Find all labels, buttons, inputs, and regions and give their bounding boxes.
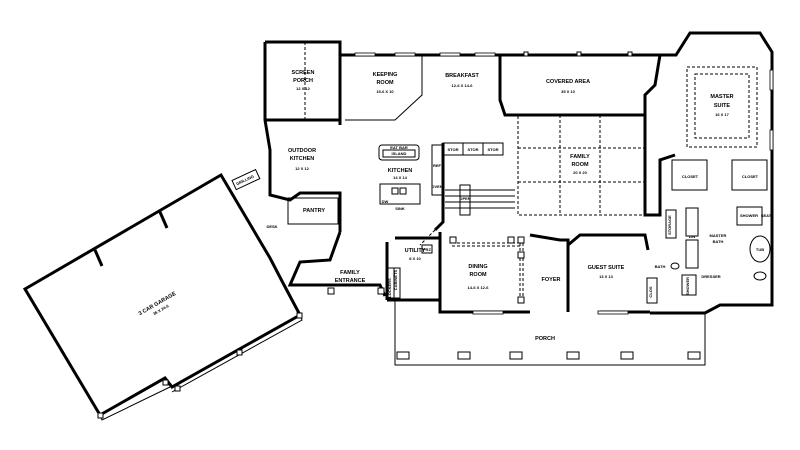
covered-area: COVERED AREA 35 X 10 — [523, 51, 633, 94]
master-bath: CLOSET CLOSET STORAGE LIN MASTER BATH SH… — [665, 159, 772, 296]
svg-text:CLOSET: CLOSET — [742, 174, 759, 179]
svg-text:ENTRANCE: ENTRANCE — [335, 278, 366, 284]
svg-text:STOR: STOR — [487, 147, 498, 152]
svg-text:SHOWER: SHOWER — [740, 213, 758, 218]
svg-text:PORCH: PORCH — [293, 78, 313, 84]
svg-text:BREAKFAST: BREAKFAST — [445, 73, 479, 79]
svg-text:20 X 20: 20 X 20 — [573, 170, 588, 175]
svg-text:STORAGE: STORAGE — [667, 215, 672, 235]
svg-text:LOCKERS: LOCKERS — [387, 278, 392, 298]
svg-text:12 X 12: 12 X 12 — [295, 166, 310, 171]
svg-text:FAMILY: FAMILY — [340, 270, 360, 276]
svg-text:DESK: DESK — [266, 224, 277, 229]
svg-text:EAT BAR: EAT BAR — [390, 145, 408, 150]
svg-text:14-6 X 12-6: 14-6 X 12-6 — [468, 285, 490, 290]
svg-text:FAMILY: FAMILY — [570, 154, 590, 160]
svg-text:KITCHEN: KITCHEN — [290, 156, 314, 162]
master-suite: MASTER SUITE 16 X 17 — [686, 66, 758, 148]
bath: BATH — [655, 262, 680, 270]
svg-text:PORCH: PORCH — [535, 336, 555, 342]
dining-room: DINING ROOM 14-6 X 12-6 — [449, 236, 525, 304]
svg-text:15-6 X 10: 15-6 X 10 — [376, 89, 394, 94]
utility: UTILITY 8 X 10 FRZ LOCKERS CABINETS — [387, 244, 433, 299]
svg-text:GRILLING: GRILLING — [235, 174, 254, 187]
svg-text:ROOM: ROOM — [376, 80, 394, 86]
svg-text:12-6 X 14-6: 12-6 X 14-6 — [452, 83, 474, 88]
svg-text:SEAT: SEAT — [761, 213, 772, 218]
svg-text:14 X 14: 14 X 14 — [393, 175, 408, 180]
outdoor-kitchen: OUTDOOR KITCHEN 12 X 12 — [288, 148, 316, 171]
family-room: FAMILY ROOM 20 X 20 — [517, 114, 646, 216]
svg-text:MASTER: MASTER — [710, 233, 727, 238]
foyer: FOYER — [542, 277, 561, 283]
svg-text:DW: DW — [382, 199, 389, 204]
svg-text:ROOM: ROOM — [469, 272, 487, 278]
svg-text:SCREEN: SCREEN — [292, 70, 315, 76]
screen-porch: SCREEN PORCH 12 X 12 — [292, 42, 315, 120]
svg-text:TUB: TUB — [756, 247, 764, 252]
svg-text:CLOSET: CLOSET — [682, 174, 699, 179]
svg-text:LIN: LIN — [689, 234, 696, 239]
svg-text:35 X 10: 35 X 10 — [561, 89, 576, 94]
svg-text:OPEN: OPEN — [459, 196, 470, 201]
svg-text:12 X 12: 12 X 12 — [296, 86, 311, 91]
svg-text:KEEPING: KEEPING — [373, 72, 398, 78]
keeping-room: KEEPING ROOM 15-6 X 10 — [373, 72, 398, 94]
svg-text:BATH: BATH — [655, 264, 666, 269]
svg-text:KITCHEN: KITCHEN — [388, 168, 412, 174]
svg-text:COVERED AREA: COVERED AREA — [546, 79, 590, 85]
svg-text:FOYER: FOYER — [542, 277, 561, 283]
svg-text:FRZ: FRZ — [423, 247, 431, 252]
svg-text:STOR: STOR — [467, 147, 478, 152]
svg-text:STOR: STOR — [447, 147, 458, 152]
svg-text:ISLAND: ISLAND — [392, 151, 407, 156]
svg-text:DINING: DINING — [468, 264, 487, 270]
svg-text:13 X 13: 13 X 13 — [599, 274, 614, 279]
svg-text:ROOM: ROOM — [571, 162, 589, 168]
porch: PORCH — [394, 300, 706, 366]
grilling-counter: GRILLING — [231, 168, 261, 191]
svg-text:CABINETS: CABINETS — [393, 269, 398, 290]
pantry: PANTRY DESK — [266, 197, 339, 229]
windows — [354, 52, 774, 315]
family-entrance: FAMILY ENTRANCE — [327, 270, 385, 295]
svg-text:OVEN: OVEN — [431, 184, 442, 189]
stairs: STOR STOR STOR OPEN — [419, 142, 515, 246]
svg-text:MASTER: MASTER — [710, 94, 733, 100]
svg-text:REF: REF — [433, 163, 442, 168]
svg-text:16 X 17: 16 X 17 — [715, 112, 730, 117]
garage: 3 CAR GARAGE 36 X 24-6 — [22, 172, 303, 421]
guest-suite: GUEST SUITE 13 X 13 CLOS — [588, 265, 658, 304]
svg-text:BATH: BATH — [713, 239, 724, 244]
svg-text:PANTRY: PANTRY — [303, 208, 325, 214]
svg-text:SUITE: SUITE — [714, 103, 731, 109]
kitchen: EAT BAR ISLAND KITCHEN 14 X 14 DW SINK R… — [378, 144, 443, 211]
svg-text:SHOWER: SHOWER — [685, 277, 690, 295]
svg-text:DRESSER: DRESSER — [701, 274, 720, 279]
svg-text:OUTDOOR: OUTDOOR — [288, 148, 316, 154]
svg-text:GUEST SUITE: GUEST SUITE — [588, 265, 625, 271]
breakfast: BREAKFAST 12-6 X 14-6 — [445, 73, 479, 88]
svg-text:SINK: SINK — [395, 206, 405, 211]
svg-text:UTILITY: UTILITY — [405, 248, 426, 254]
svg-text:CLOS: CLOS — [648, 286, 653, 297]
svg-text:8 X 10: 8 X 10 — [409, 256, 421, 261]
